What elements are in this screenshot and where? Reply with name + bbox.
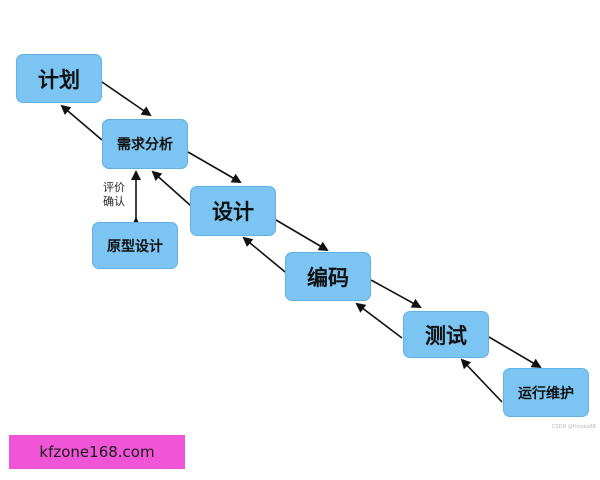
arrow-requirements-to-plan <box>60 104 103 141</box>
arrow-plan-to-requirements <box>101 81 152 117</box>
arrow-testing-to-coding <box>355 302 403 339</box>
node-prototype-design: 原型设计 <box>92 222 178 269</box>
arrow-testing-to-operations <box>488 336 542 369</box>
arrow-coding-to-testing <box>370 279 422 308</box>
node-operations-maintenance: 运行维护 <box>503 368 589 417</box>
node-coding: 编码 <box>285 252 371 301</box>
node-design: 设计 <box>190 186 276 236</box>
node-plan: 计划 <box>16 54 102 103</box>
arrow-coding-to-design <box>242 236 291 277</box>
site-watermark: kfzone168.com <box>9 435 185 469</box>
arrow-design-to-coding <box>275 219 329 252</box>
arrow-requirements-to-design <box>187 151 242 183</box>
node-requirements-analysis: 需求分析 <box>102 119 188 169</box>
credit-text: CSDN @Hisoka88 <box>552 424 596 430</box>
arrow-operations-to-testing <box>460 358 503 403</box>
review-confirm-label: 评价 确认 <box>103 181 125 208</box>
node-testing: 测试 <box>403 311 489 358</box>
